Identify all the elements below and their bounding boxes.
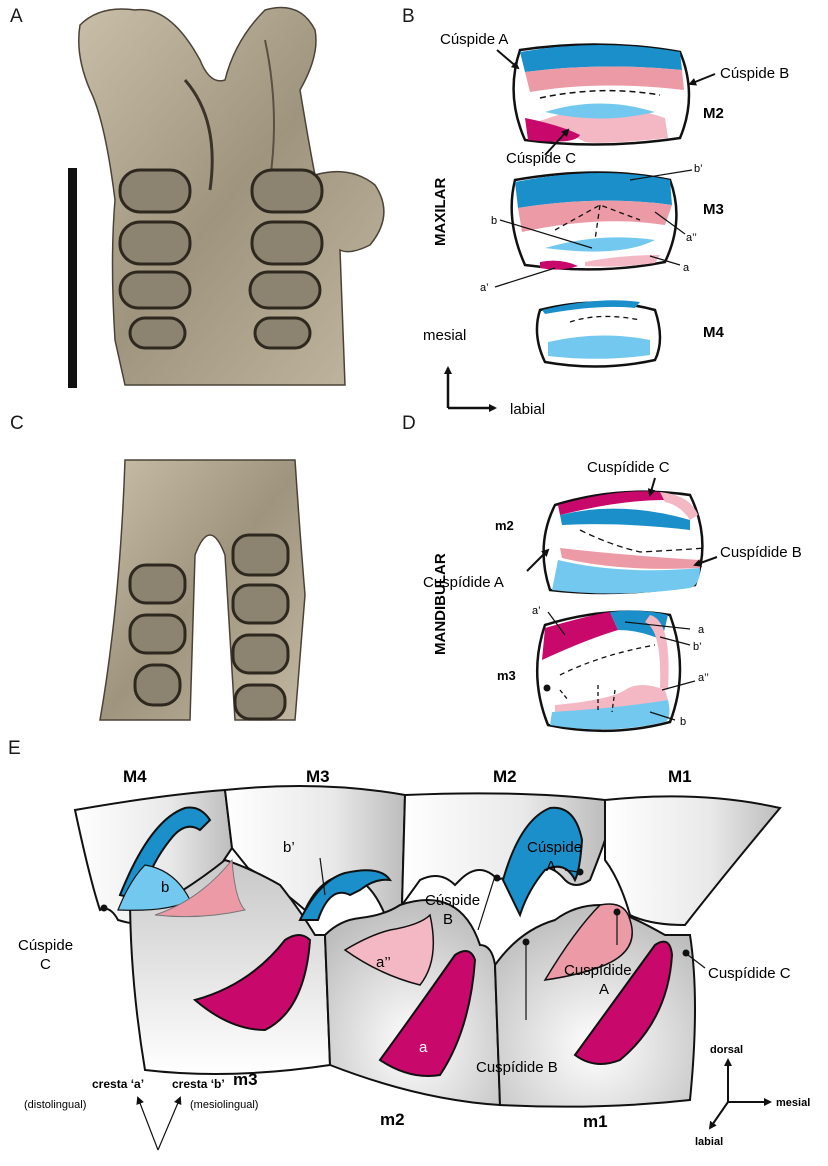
tooth-label-M3: M3 [703,201,724,218]
label-a-double-prime: a’’ [686,232,697,244]
label-a-m2: a [419,1039,428,1056]
label-cuspide-b: Cúspide B [720,65,789,82]
legend-crest-b: cresta ‘b’ [172,1077,225,1091]
tooth-socket [252,170,322,212]
label-cuspidide-b: Cuspídide B [476,1059,558,1076]
label-b-m4: b [161,879,169,896]
mandibular-molars-diagram: Cuspídide C Cuspídide B Cuspídide A m2 m… [405,440,828,740]
label-a: a [698,624,705,636]
maxillary-molars-diagram: Cúspide A Cúspide B Cúspide C M2 M3 M4 b… [405,15,828,425]
axis-labial: labial [695,1136,723,1148]
tooth-socket [120,272,190,308]
label-M1: M1 [668,767,692,786]
label-m2: m2 [380,1110,405,1129]
scale-bar [68,168,77,388]
label-cuspidide-c: Cuspídide C [587,459,670,476]
label-cuspide-c-line2: C [40,956,51,973]
label-cuspide-c-line1: Cúspide [18,937,73,954]
upper-tooth-M1 [605,796,780,925]
legend-distolingual: (distolingual) [24,1099,86,1111]
side-label-mandibular: MANDIBULAR [432,553,449,655]
tooth-socket [130,615,185,653]
tooth-M3 [512,173,677,270]
tooth-socket [252,222,322,264]
tooth-socket [233,535,288,575]
tooth-M4 [537,300,660,366]
label-cuspide-b-line2: B [443,911,453,928]
label-m1: m1 [583,1112,608,1131]
label-cuspide-a-line1: Cúspide [527,839,582,856]
label-b-prime: b’ [694,163,703,175]
occlusion-diagram: M4 M3 M2 M1 m3 m2 m1 Cúspide C b b’ Cúsp… [0,745,828,1166]
mandible-photo [95,455,325,725]
tooth-socket [130,565,185,603]
legend-mesiolingual: (mesiolingual) [190,1099,258,1111]
label-M4: M4 [123,767,147,786]
tooth-socket [120,222,190,264]
tooth-socket [120,170,190,212]
label-cuspide-a: Cúspide A [440,31,508,48]
tooth-socket [130,318,185,348]
maxilla-photo [60,0,400,395]
tooth-m2 [544,491,705,593]
label-b: b [680,716,686,728]
panel-label-c: C [10,413,24,435]
tooth-socket [233,635,288,673]
tooth-M2 [514,44,689,144]
tooth-socket [235,685,285,719]
label-cuspidide-a-line1: Cuspídide [564,962,632,979]
label-a-prime: a’ [480,282,489,294]
tooth-socket [233,585,288,623]
tooth-socket [250,272,320,308]
label-b: b [491,215,497,227]
label-cuspidide-a-line2: A [599,981,609,998]
axis-dorsal: dorsal [710,1044,743,1056]
axis-mesial: mesial [776,1097,810,1109]
orientation-labial: labial [510,401,545,418]
panel-label-a: A [10,6,23,28]
label-cuspide-c: Cúspide C [506,150,576,167]
label-cuspide-b-line1: Cúspide [425,892,480,909]
side-label-maxilar: MAXILAR [432,178,449,246]
label-cuspidide-b: Cuspídide B [720,544,802,561]
orientation-mesial: mesial [423,327,466,344]
label-b-prime: b’ [693,641,702,653]
tooth-label-M4: M4 [703,324,724,341]
label-cuspide-a-line2: A [546,858,556,875]
tooth-socket [255,318,310,348]
tooth-m3 [537,611,680,731]
label-a-double-prime-m2: a’’ [376,954,391,971]
label-a-double-prime: a’’ [698,672,709,684]
label-b-prime-m3: b’ [283,839,295,856]
label-cuspidide-c: Cuspídide C [708,965,791,982]
label-m3: m3 [233,1070,258,1089]
tooth-label-m2: m2 [495,518,514,533]
legend-crest-a: cresta ‘a’ [92,1077,144,1091]
tooth-label-M2: M2 [703,105,724,122]
label-M2: M2 [493,767,517,786]
tooth-label-m3: m3 [497,668,516,683]
label-a: a [683,262,690,274]
label-a-prime: a’ [532,605,541,617]
label-M3: M3 [306,767,330,786]
tooth-socket [135,665,180,705]
